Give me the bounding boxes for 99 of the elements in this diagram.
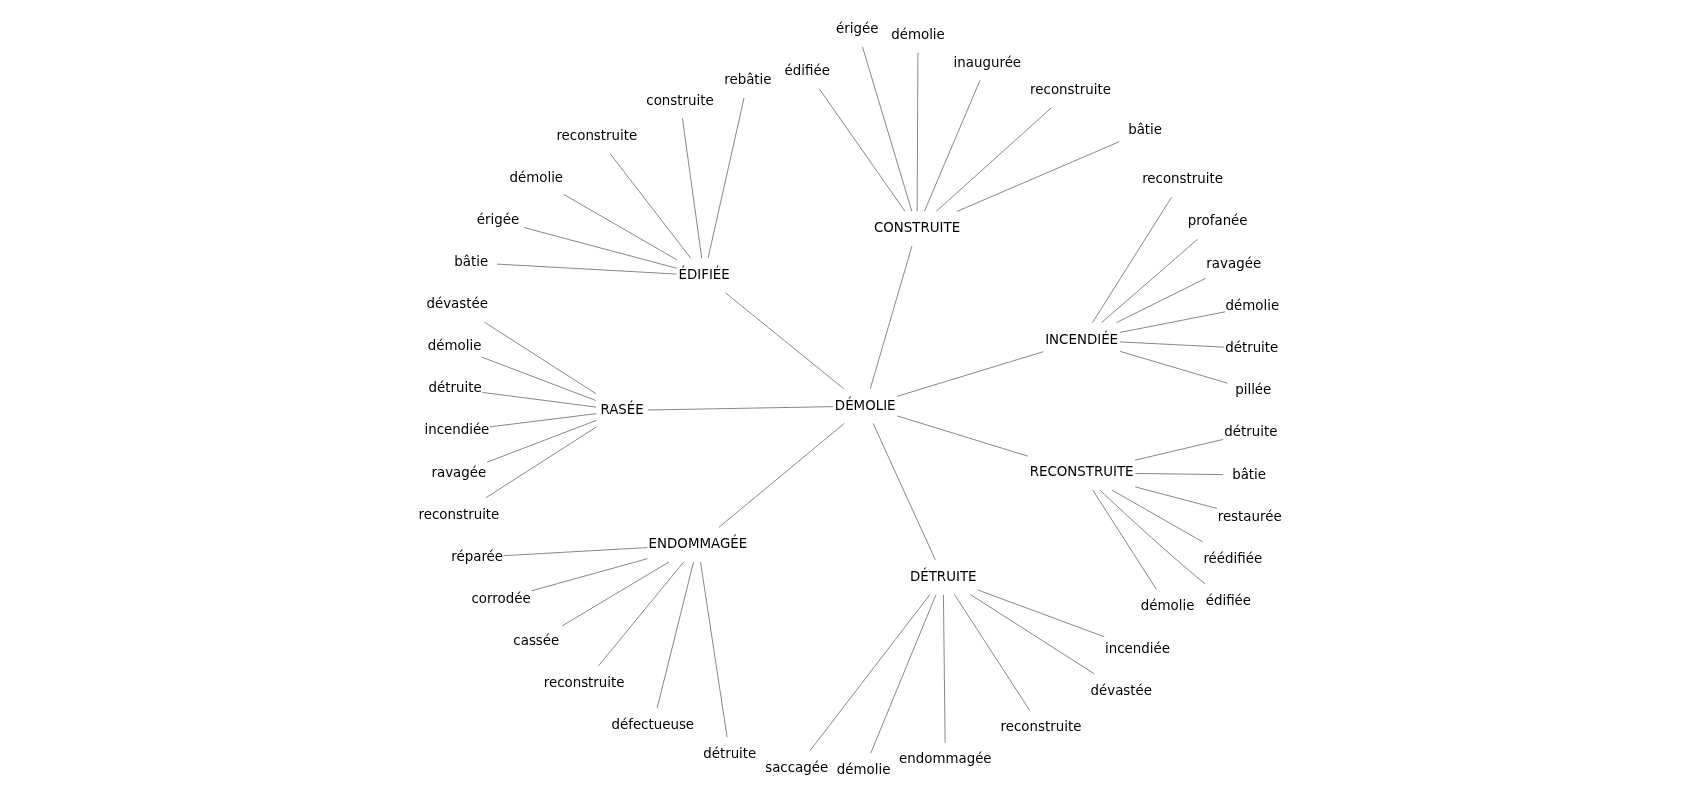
node-text: incendiée <box>424 422 490 438</box>
node-text: corrodée <box>471 590 531 606</box>
node-text: reconstruite <box>1142 171 1223 187</box>
node-text: CONSTRUITE <box>873 220 961 236</box>
connector <box>956 141 1120 212</box>
connector <box>483 321 597 395</box>
node-text: dévastée <box>426 296 489 312</box>
node-text: RASÉE <box>600 402 644 418</box>
node-text: bâtie <box>1128 122 1163 138</box>
connector <box>523 227 678 269</box>
node-text: INCENDIÉE <box>1045 331 1119 347</box>
connector <box>1101 238 1199 323</box>
connector <box>916 52 919 212</box>
node-text: inaugurée <box>953 54 1022 70</box>
node-text: bâtie <box>454 254 489 270</box>
connector <box>481 391 597 408</box>
node-text: ENDOMMAGÉE <box>648 536 748 552</box>
node-text: endommagée <box>899 751 992 767</box>
node-text: démolie <box>427 338 482 354</box>
connector <box>503 547 648 557</box>
connector <box>1111 489 1204 543</box>
node-text: détruite <box>703 746 757 762</box>
node-text: reconstruite <box>418 506 500 522</box>
connector <box>1134 438 1224 461</box>
node-text: RECONSTRUITE <box>1029 464 1134 480</box>
connector <box>818 88 906 212</box>
node-text: réparée <box>451 548 504 564</box>
connector <box>942 594 946 744</box>
connector <box>923 79 981 212</box>
node-text: incendiée <box>1104 640 1170 656</box>
connector <box>869 245 913 390</box>
connector <box>936 107 1052 212</box>
connector <box>496 263 677 275</box>
node-text: reconstruite <box>556 128 638 143</box>
node-text: saccagée <box>765 759 829 775</box>
connector <box>1119 350 1228 384</box>
node-text: DÉTRUITE <box>909 568 977 584</box>
node-text: édifiée <box>784 63 830 79</box>
connector <box>1092 489 1157 590</box>
node-text: rebâtie <box>724 72 772 88</box>
node-text: ÉDIFIÉE <box>678 267 730 283</box>
node-text: reconstruite <box>1030 82 1111 98</box>
node-text: dévastée <box>1090 682 1153 698</box>
connector <box>609 153 692 259</box>
node-text: bâtie <box>1232 466 1267 482</box>
node-text: reconstruite <box>1000 719 1082 735</box>
connector <box>872 422 936 561</box>
connector <box>656 561 695 709</box>
node-text: ravagée <box>431 464 487 480</box>
connector <box>561 561 670 627</box>
connector <box>953 593 1031 711</box>
node-text: cassée <box>513 632 560 648</box>
connector <box>563 193 678 261</box>
node-text: profanée <box>1187 213 1248 229</box>
node-text: édifiée <box>1205 592 1252 608</box>
connector <box>481 356 597 401</box>
connector <box>700 561 728 738</box>
connector <box>681 117 703 259</box>
node-text: réédifiée <box>1203 550 1263 566</box>
node-text: détruite <box>1224 424 1278 440</box>
node-text: reconstruite <box>543 674 625 690</box>
node-text: démolie <box>891 27 945 43</box>
connector <box>1135 472 1224 476</box>
connector <box>718 422 845 528</box>
connector <box>530 558 648 592</box>
connector <box>647 406 834 411</box>
node-text: défectueuse <box>611 717 695 732</box>
connector <box>1119 311 1226 333</box>
node-text: démolie <box>1225 297 1280 313</box>
node-text: DÉMOLIE <box>834 397 896 413</box>
connector <box>862 46 913 212</box>
connector <box>977 589 1105 638</box>
connector <box>896 415 1029 457</box>
node-text: érigée <box>836 21 879 37</box>
connector <box>707 97 745 259</box>
connector <box>1119 341 1225 348</box>
connector <box>486 419 597 463</box>
connector <box>1116 278 1206 324</box>
connector <box>485 426 597 499</box>
connector <box>870 594 937 754</box>
connector <box>896 351 1044 397</box>
connector <box>969 594 1095 675</box>
connector <box>809 593 931 752</box>
node-text: construite <box>646 92 714 108</box>
connector <box>598 561 685 667</box>
node-text: démolie <box>509 170 564 186</box>
connector <box>1092 196 1173 323</box>
node-text: restaurée <box>1217 508 1282 524</box>
connector <box>489 413 597 428</box>
node-text: détruite <box>1225 340 1279 356</box>
connector <box>1099 489 1206 585</box>
connector <box>1134 486 1218 509</box>
node-text: démolie <box>1140 598 1195 614</box>
node-text: ravagée <box>1206 255 1262 271</box>
node-text: pillée <box>1235 382 1272 398</box>
node-text: érigée <box>476 212 520 228</box>
node-text: démolie <box>836 762 891 778</box>
connector <box>725 292 845 390</box>
node-text: détruite <box>428 380 482 396</box>
